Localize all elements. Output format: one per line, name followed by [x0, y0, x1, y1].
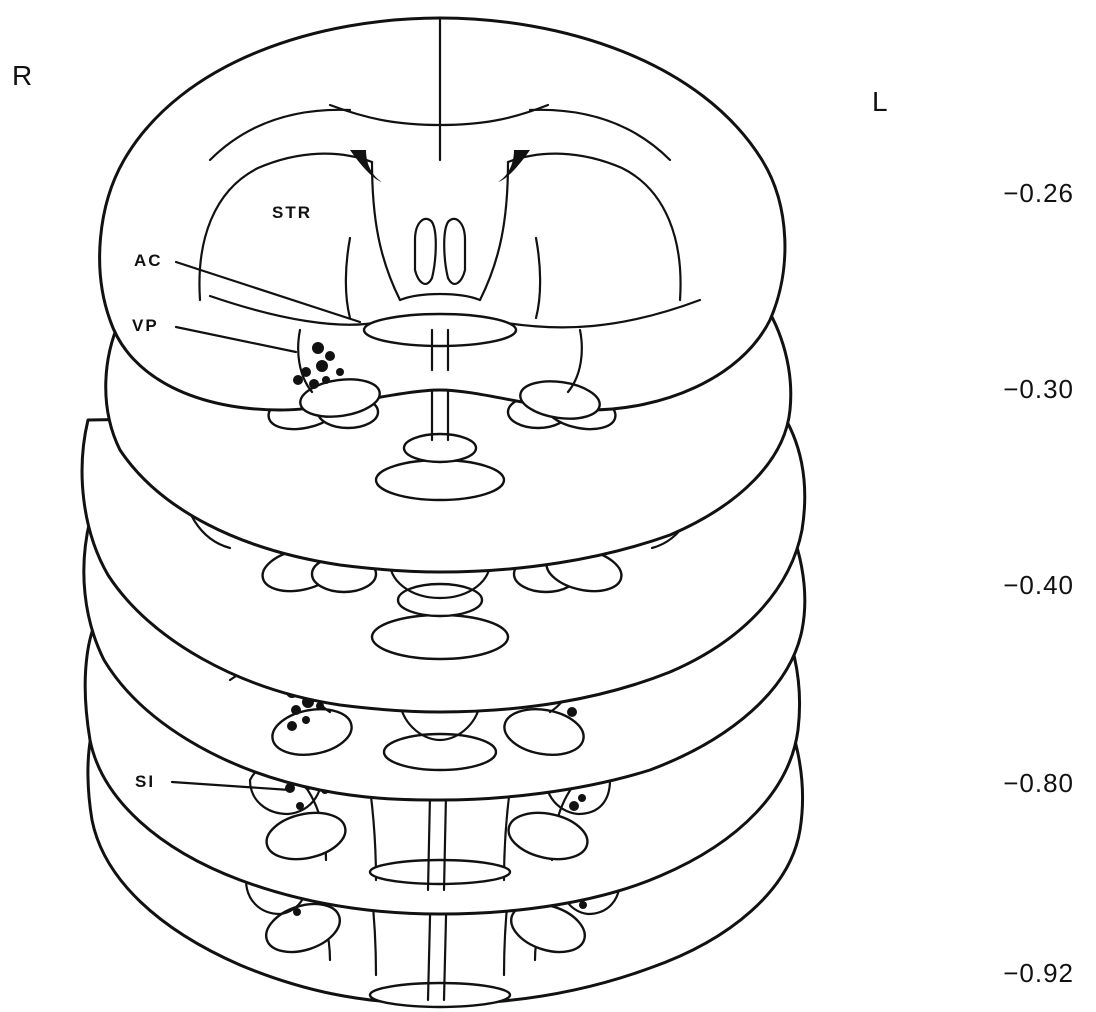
section-1-outline	[100, 18, 785, 423]
label-ventral-pallidum: VP	[132, 316, 159, 335]
label-anterior-commissure: AC	[134, 251, 163, 270]
label-striatum: STR	[272, 203, 312, 222]
label-substantia-innominata: SI	[135, 772, 155, 791]
